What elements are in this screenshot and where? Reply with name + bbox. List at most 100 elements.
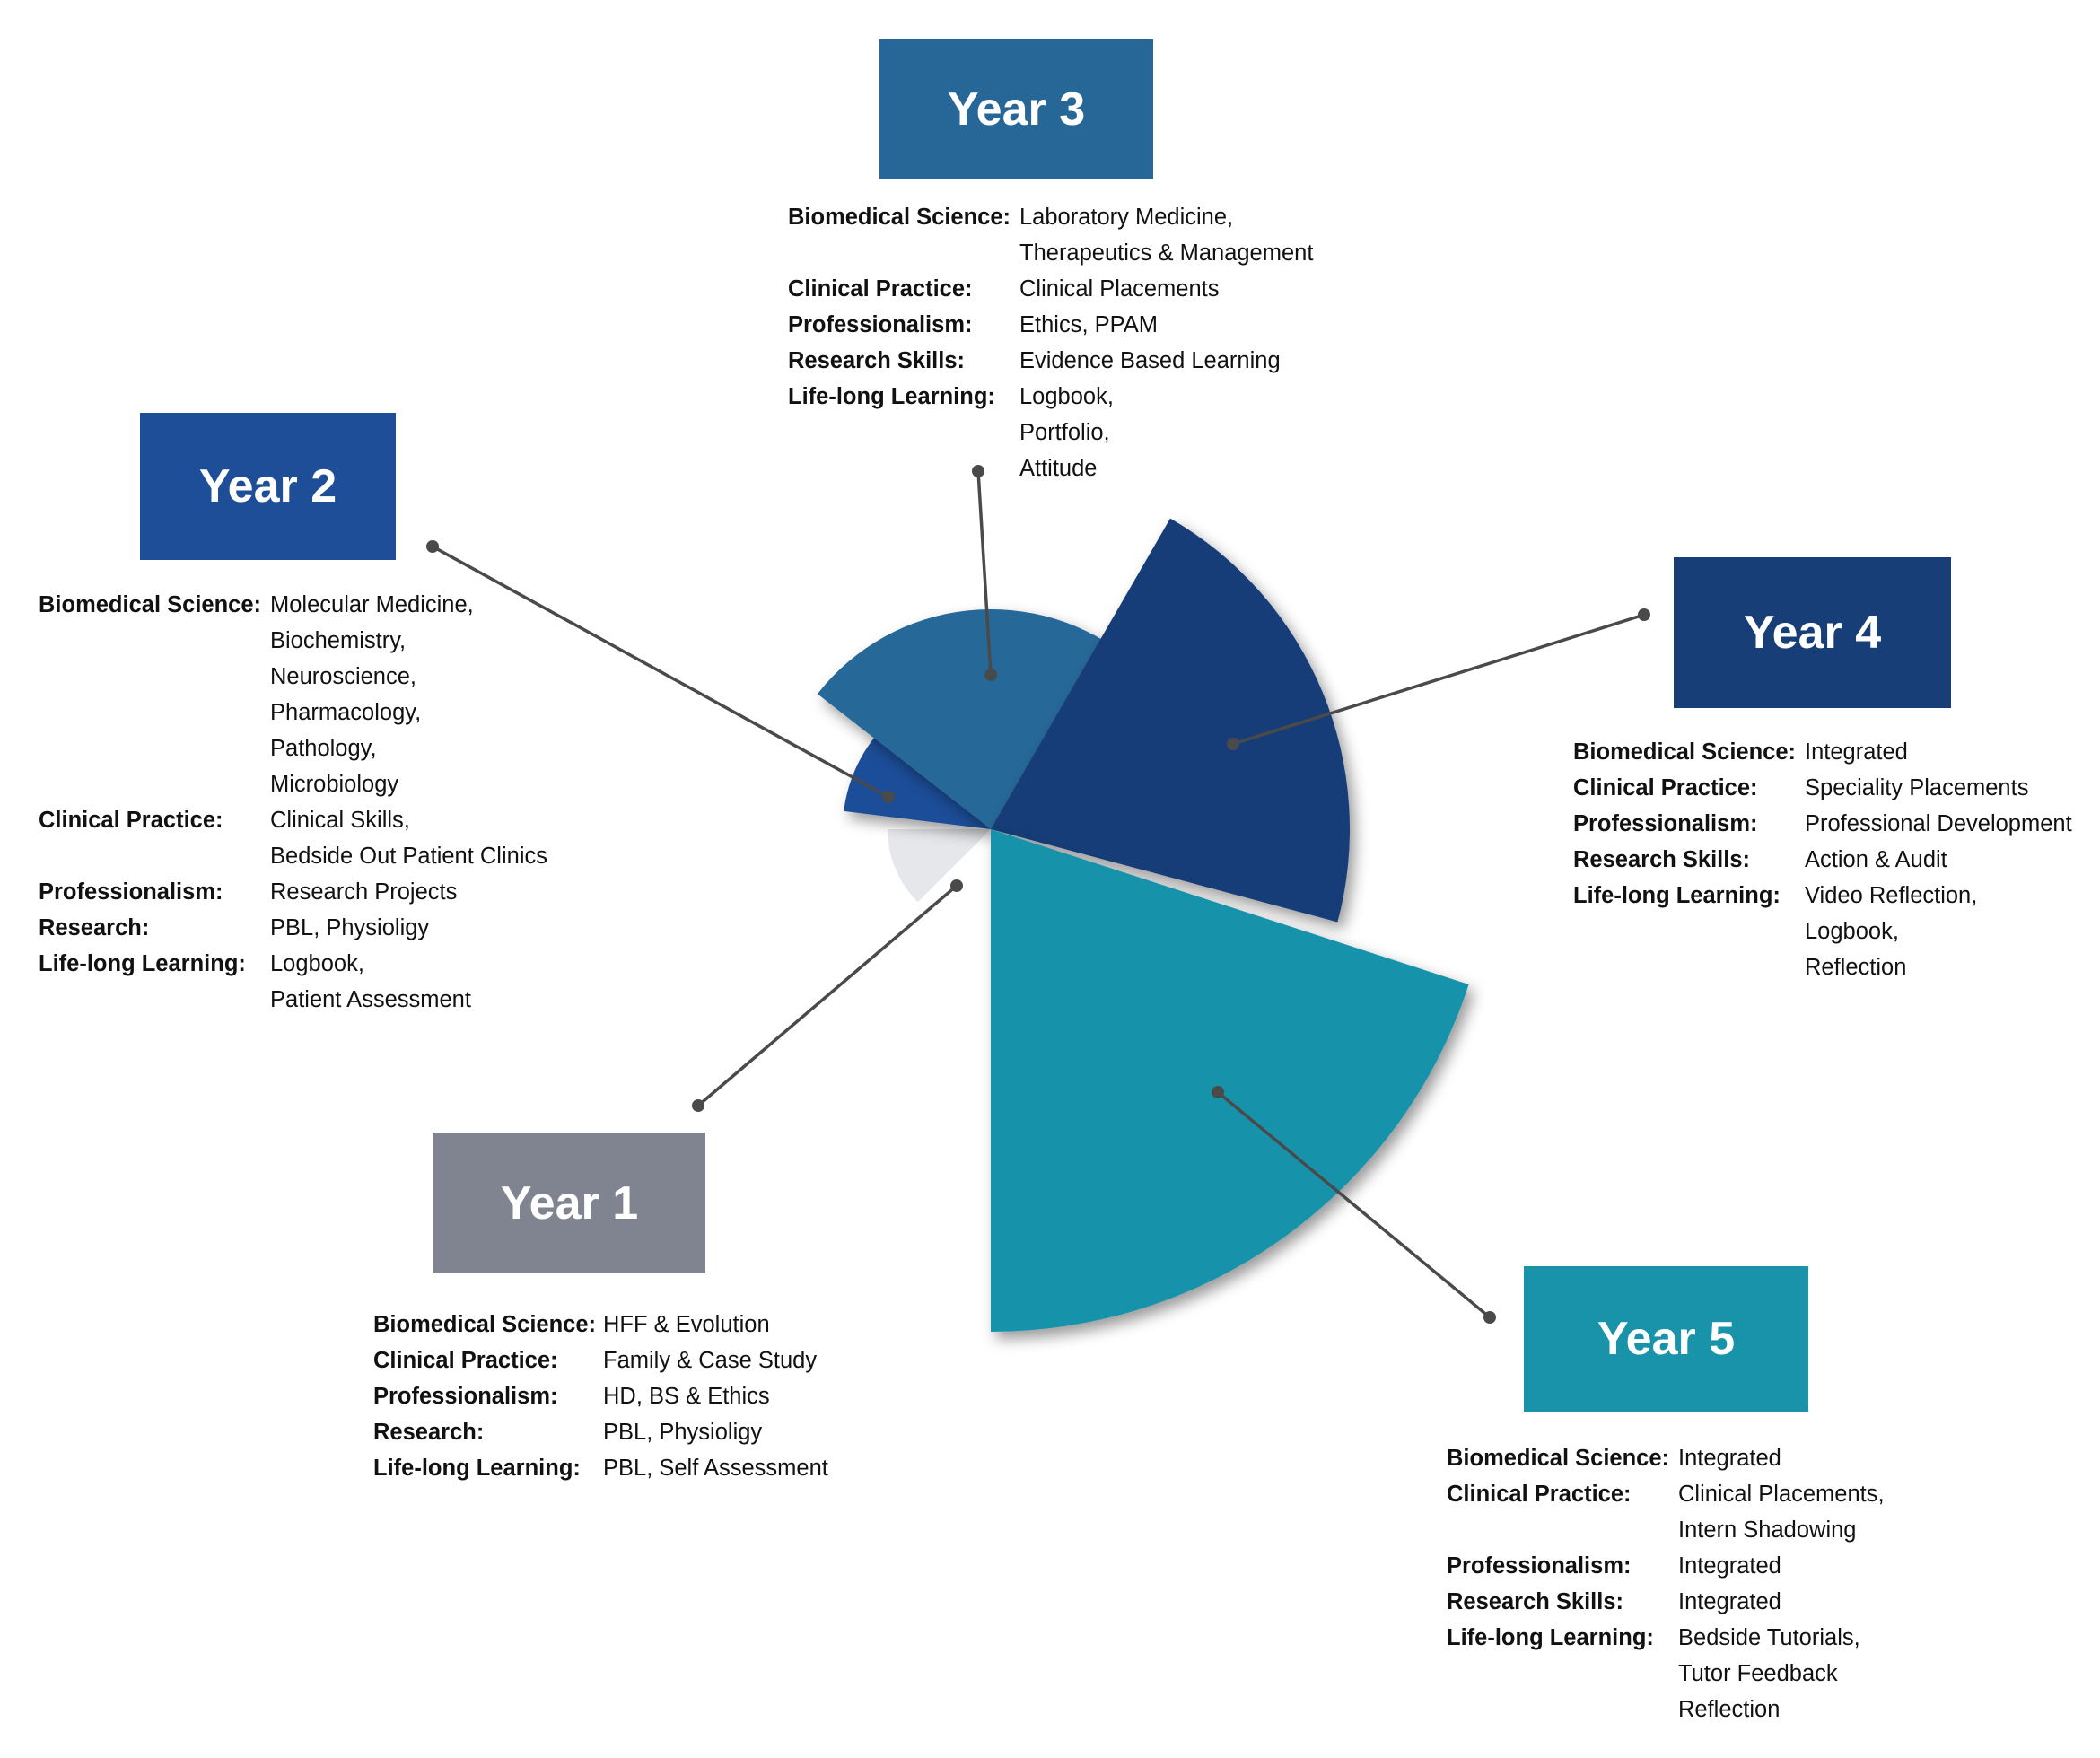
detail-value: Clinical Skills, <box>270 808 410 833</box>
detail-values: Logbook,Portfolio,Attitude <box>1019 379 1114 486</box>
detail-values: Speciality Placements <box>1805 770 2028 806</box>
detail-values: HD, BS & Ethics <box>603 1378 770 1414</box>
detail-value: Pathology, <box>270 736 377 761</box>
detail-values: Integrated <box>1678 1584 1781 1620</box>
detail-value: Video Reflection, <box>1805 883 1978 908</box>
detail-value: PBL, Self Assessment <box>603 1456 828 1481</box>
detail-row: Life-long Learning: PBL, Self Assessment <box>373 1450 828 1486</box>
detail-value: Portfolio, <box>1019 420 1110 445</box>
detail-values: Integrated <box>1805 734 1908 770</box>
connector-end-dot <box>692 1099 704 1112</box>
detail-values: Action & Audit <box>1805 842 1947 878</box>
detail-values: Clinical Skills, Bedside Out Patient Clin… <box>270 802 547 874</box>
detail-label: Clinical Practice: <box>373 1348 558 1373</box>
detail-value: PBL, Physioligy <box>603 1420 763 1445</box>
detail-label: Research Skills: <box>1447 1589 1624 1614</box>
detail-value: Integrated <box>1678 1589 1781 1614</box>
detail-values: Clinical Placements <box>1019 271 1220 307</box>
detail-value: Evidence Based Learning <box>1019 348 1281 373</box>
detail-label: Life-long Learning: <box>373 1456 581 1481</box>
detail-value: Speciality Placements <box>1805 775 2029 800</box>
detail-value: Patient Assessment <box>270 987 471 1012</box>
detail-label: Biomedical Science: <box>1447 1446 1670 1471</box>
year5-title-box: Year 5 <box>1524 1266 1808 1412</box>
detail-value: Intern Shadowing <box>1678 1517 1857 1543</box>
detail-values: Professional Development <box>1805 806 2072 842</box>
connector-end-dot <box>426 540 439 553</box>
detail-label: Professionalism: <box>788 312 973 337</box>
detail-label: Biomedical Science: <box>1573 739 1797 765</box>
connector-start-dot <box>984 669 997 681</box>
detail-value: Pharmacology, <box>270 700 422 725</box>
detail-row: Research Skills: Evidence Based Learning <box>788 343 1313 379</box>
detail-value: Reflection <box>1805 955 1907 980</box>
detail-value: Neuroscience, <box>270 664 416 689</box>
detail-row: Biomedical Science: Integrated <box>1573 734 2072 770</box>
detail-value: Logbook, <box>1805 919 1899 944</box>
year5-wedge <box>991 829 1469 1332</box>
detail-value: HD, BS & Ethics <box>603 1384 770 1409</box>
detail-values: Ethics, PPAM <box>1019 307 1158 343</box>
connector-end-dot <box>972 465 984 477</box>
detail-values: Clinical Placements, Intern Shadowing <box>1678 1476 1885 1548</box>
detail-value: Ethics, PPAM <box>1019 312 1158 337</box>
detail-values: PBL, Physioligy <box>603 1414 762 1450</box>
detail-label: Professionalism: <box>1573 811 1758 836</box>
detail-row: Professionalism:HD, BS & Ethics <box>373 1378 828 1414</box>
detail-value: Laboratory Medicine, <box>1019 205 1234 230</box>
year5-title: Year 5 <box>1597 1313 1736 1365</box>
detail-row: Research Skills:Action & Audit <box>1573 842 2072 878</box>
detail-row: Life-long Learning:Logbook,Portfolio,Att… <box>788 379 1313 486</box>
detail-value: Family & Case Study <box>603 1348 818 1373</box>
detail-row: Professionalism: Professional Development <box>1573 806 2072 842</box>
detail-value: Microbiology <box>270 772 399 797</box>
detail-value: Bedside Out Patient Clinics <box>270 844 547 869</box>
detail-value: Clinical Placements <box>1019 276 1220 302</box>
detail-label: Life-long Learning: <box>788 384 995 409</box>
detail-label: Life-long Learning: <box>1447 1625 1654 1650</box>
detail-value: Logbook, <box>1019 384 1114 409</box>
detail-values: Molecular Medicine, Biochemistry, Neurosci… <box>270 587 474 802</box>
detail-value: PBL, Physioligy <box>270 915 430 940</box>
detail-row: Biomedical Science: Integrated <box>1447 1440 1885 1476</box>
detail-value: Biochemistry, <box>270 628 407 653</box>
year2-details: Biomedical Science: Molecular Medicine, Bi… <box>39 587 547 1018</box>
year3-title-box: Year 3 <box>879 39 1153 179</box>
detail-value: Bedside Tutorials, <box>1678 1625 1860 1650</box>
year4-title-box: Year 4 <box>1674 557 1951 708</box>
connector-start-dot <box>1227 738 1239 750</box>
detail-label: Research: <box>39 915 150 940</box>
detail-label: Biomedical Science: <box>39 592 262 617</box>
detail-label: Research: <box>373 1420 485 1445</box>
detail-value: Clinical Placements, <box>1678 1482 1885 1507</box>
detail-label: Research Skills: <box>788 348 966 373</box>
detail-label: Clinical Practice: <box>1447 1482 1632 1507</box>
detail-value: Professional Development <box>1805 811 2072 836</box>
year2-wedge <box>844 724 991 829</box>
detail-value: Molecular Medicine, <box>270 592 474 617</box>
detail-row: Research: PBL, Physioligy <box>39 910 547 946</box>
detail-values: Evidence Based Learning <box>1019 343 1281 379</box>
year1-title-box: Year 1 <box>433 1133 705 1273</box>
detail-row: Life-long Learning:Logbook,Patient Asses… <box>39 946 547 1018</box>
detail-values: Integrated <box>1678 1548 1781 1584</box>
detail-label: Life-long Learning: <box>39 951 246 976</box>
detail-row: Life-long Learning:Bedside Tutorials,Tut… <box>1447 1620 1885 1727</box>
year2-title: Year 2 <box>198 460 337 512</box>
detail-values: PBL, Physioligy <box>270 910 429 946</box>
detail-value: Therapeutics & Management <box>1019 241 1314 266</box>
year5-connector <box>1212 1086 1496 1324</box>
detail-value: Integrated <box>1678 1446 1781 1471</box>
detail-values: HFF & Evolution <box>603 1307 770 1343</box>
detail-label: Clinical Practice: <box>39 808 223 833</box>
detail-row: Research: PBL, Physioligy <box>373 1414 828 1450</box>
year1-wedge <box>888 829 991 903</box>
year1-connector <box>692 879 963 1112</box>
detail-value: HFF & Evolution <box>603 1312 770 1337</box>
detail-label: Biomedical Science: <box>373 1312 597 1337</box>
year3-connector <box>972 465 997 681</box>
